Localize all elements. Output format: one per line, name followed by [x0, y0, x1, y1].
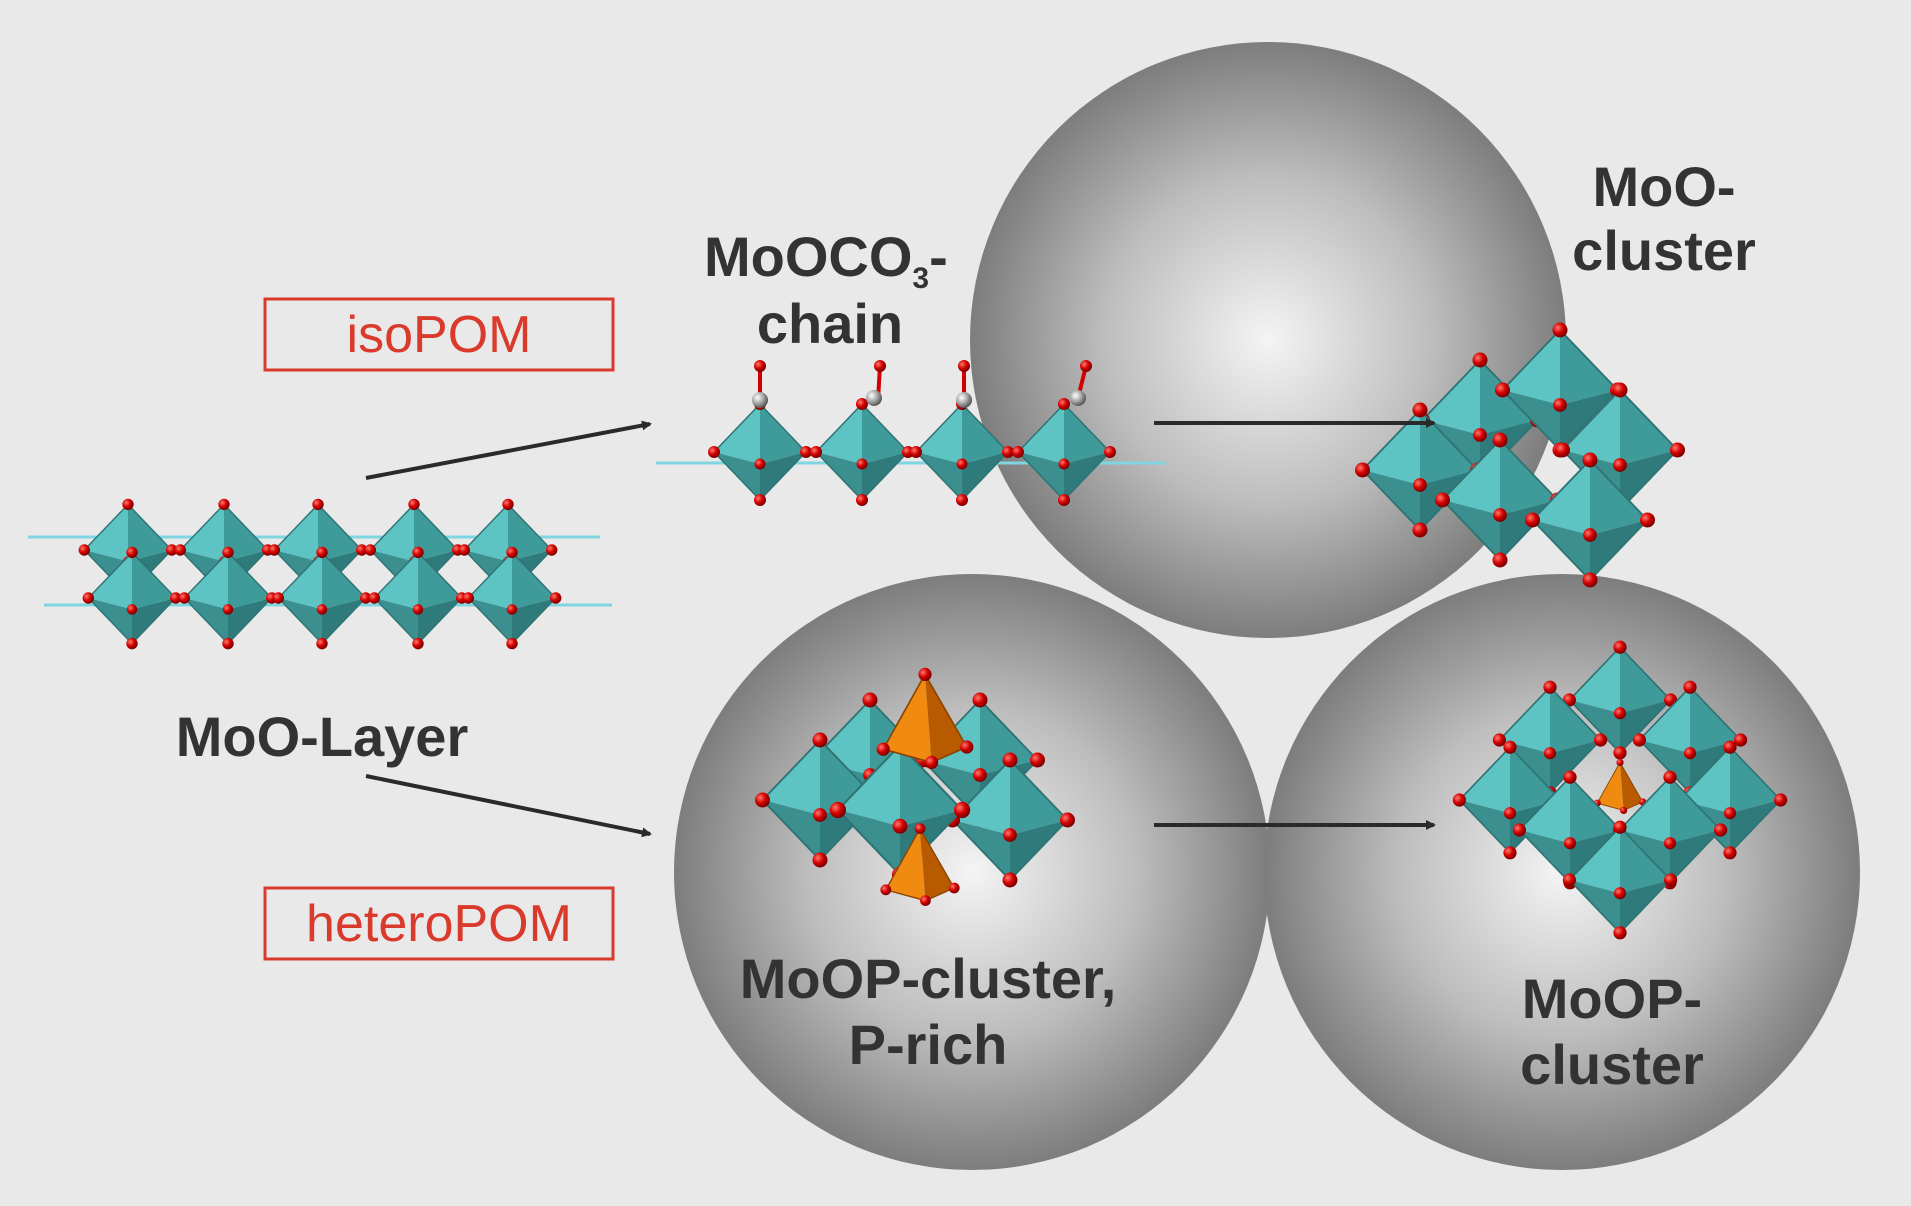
moo-layer-label: MoO-Layer [176, 705, 469, 768]
moocco3-chain-structure [656, 360, 1166, 507]
moocco3-chain-label-line2: chain [757, 292, 903, 355]
arrow-layer-to-chain [365, 420, 652, 480]
heteropom-box [263, 886, 615, 961]
moo-cluster-label-line1: MoO- [1592, 155, 1735, 218]
heteropom-tag: heteroPOM [306, 895, 572, 953]
moo-layer-structure [28, 497, 612, 651]
moop-cluster-label-line2: cluster [1520, 1033, 1704, 1096]
moo-cluster-label-line2: cluster [1572, 219, 1756, 282]
sphere-top [970, 42, 1566, 638]
arrow-layer-to-prich [365, 774, 652, 838]
moop-prich-label-line1: MoOP-cluster, [740, 947, 1117, 1010]
moop-cluster-label-line1: MoOP- [1522, 967, 1702, 1030]
isopom-box [263, 297, 615, 372]
moocco3-chain-label: MoOCO3- [704, 225, 948, 295]
sphere-bottom-left [674, 574, 1270, 1170]
isopom-tag: isoPOM [347, 306, 532, 364]
moop-prich-label-line2: P-rich [849, 1013, 1008, 1076]
